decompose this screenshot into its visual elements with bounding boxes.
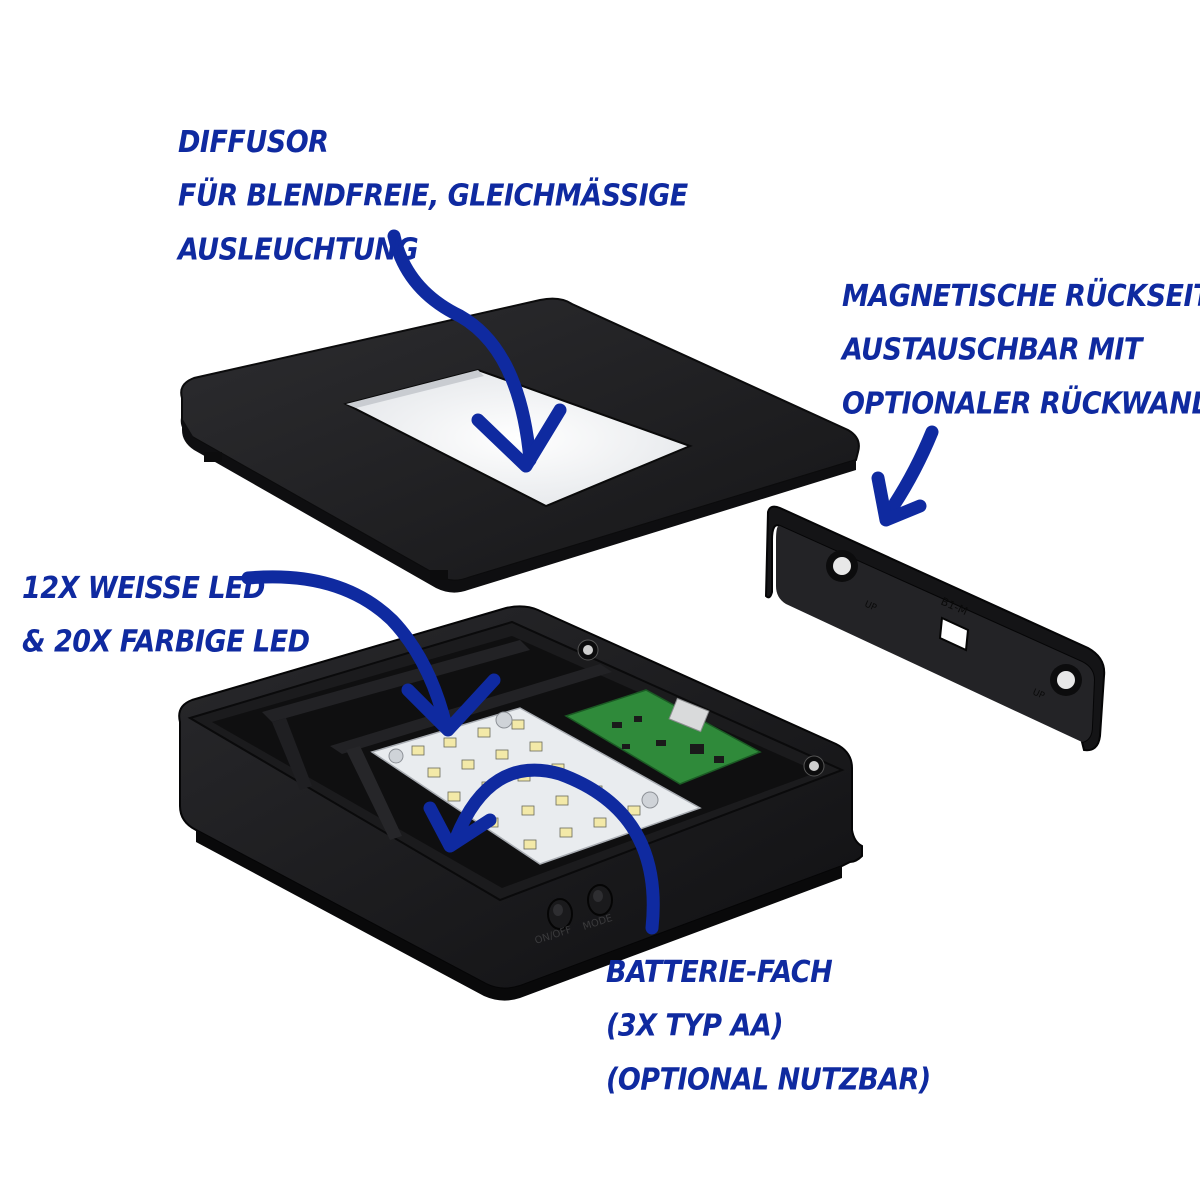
lid-clip	[430, 570, 448, 580]
annotation-line: OPTIONALER RÜCKWAND	[842, 386, 1200, 422]
bracket-slot	[938, 616, 970, 652]
diffuser-window	[343, 368, 693, 508]
bracket-up-label: UP	[1031, 688, 1047, 702]
annotation-line: BATTERIE-FACH	[606, 954, 833, 990]
arrow-battery	[423, 763, 660, 935]
lid-clip	[204, 452, 222, 462]
annotation-battery: BATTERIE-FACH (3X TYP AA) (OPTIONAL NUTZ…	[606, 946, 931, 1107]
annotation-magnetic-back: MAGNETISCHE RÜCKSEITE AUSTAUSCHBAR MIT O…	[842, 270, 1200, 431]
diffuser-lid	[180, 297, 860, 593]
annotation-line: AUSTAUSCHBAR MIT	[842, 332, 1142, 368]
annotation-line: DIFFUSOR	[178, 124, 329, 160]
annotation-line: FÜR BLENDFREIE, GLEICHMÄSSIGE	[178, 178, 688, 214]
magnetic-back-bracket: B1-M UP UP	[764, 505, 1106, 752]
arrow-leds	[241, 570, 501, 737]
annotation-line: (OPTIONAL NUTZBAR)	[606, 1062, 931, 1098]
annotation-diffusor: DIFFUSOR FÜR BLENDFREIE, GLEICHMÄSSIGE A…	[178, 116, 688, 277]
annotation-leds: 12X WEISSE LED & 20X FARBIGE LED	[22, 562, 310, 670]
controller-pcb	[564, 689, 762, 785]
annotation-line: MAGNETISCHE RÜCKSEITE	[842, 278, 1200, 314]
annotation-line: & 20X FARBIGE LED	[22, 624, 310, 660]
bracket-up-label: UP	[863, 600, 879, 614]
annotation-line: AUSLEUCHTUNG	[178, 232, 419, 268]
base-housing: ON/OFF MODE	[178, 605, 863, 1001]
arrow-diffusor	[387, 229, 567, 473]
annotation-line: 12X WEISSE LED	[22, 570, 265, 606]
usb-connector	[668, 697, 710, 733]
annotation-line: (3X TYP AA)	[606, 1008, 784, 1044]
arrow-magnet-back	[871, 425, 939, 527]
